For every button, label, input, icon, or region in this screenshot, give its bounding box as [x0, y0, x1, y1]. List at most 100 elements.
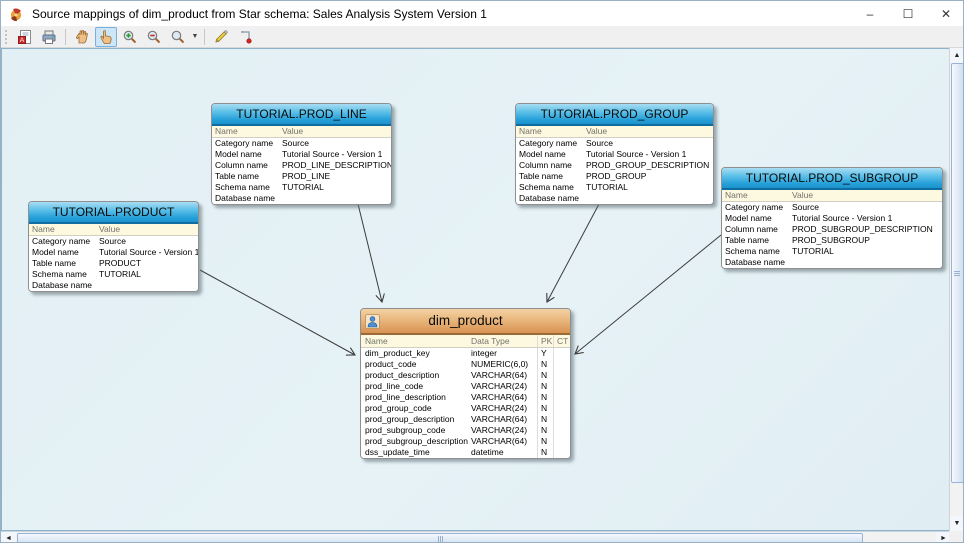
horizontal-scroll-thumb[interactable]: [17, 533, 863, 542]
scroll-down-button[interactable]: ▼: [950, 516, 963, 531]
connector-prodgroup-to-dim[interactable]: [547, 203, 600, 302]
target-table-header: dim_product: [361, 309, 570, 335]
report-icon: A: [18, 29, 31, 44]
title-bar: Source mappings of dim_product from Star…: [1, 1, 963, 26]
source-table-title: TUTORIAL.PROD_SUBGROUP: [722, 168, 942, 190]
zoom-out-icon: [147, 30, 161, 43]
svg-text:A: A: [20, 37, 25, 44]
edit-button[interactable]: [210, 27, 232, 47]
scroll-up-button[interactable]: ▲: [950, 48, 963, 63]
source-table-title: TUTORIAL.PROD_GROUP: [516, 104, 713, 126]
toolbar-separator: [204, 28, 205, 45]
person-icon: [365, 313, 380, 337]
export-report-button[interactable]: A: [14, 27, 36, 47]
property-row: Database name: [32, 280, 93, 290]
scroll-left-button[interactable]: ◄: [1, 532, 16, 542]
select-button[interactable]: [95, 26, 117, 47]
print-button[interactable]: [38, 27, 60, 47]
zoom-level-button[interactable]: [167, 27, 189, 47]
toolbar-separator: [65, 28, 66, 45]
horizontal-scrollbar[interactable]: ◄ ►: [1, 531, 951, 542]
target-table-title: dim_product: [428, 313, 503, 328]
zoom-in-button[interactable]: [119, 27, 141, 47]
mapping-button[interactable]: [234, 27, 256, 47]
connection-lines: [199, 203, 722, 530]
property-row: Database name: [215, 193, 276, 203]
scroll-right-button[interactable]: ►: [936, 532, 951, 542]
pencil-icon: [215, 29, 228, 43]
pointing-hand-icon: [100, 29, 112, 44]
minimize-button[interactable]: –: [866, 6, 874, 21]
source-table-title: TUTORIAL.PROD_LINE: [212, 104, 391, 126]
vertical-scrollbar[interactable]: ▲ ▼: [949, 48, 963, 531]
zoom-in-icon: [123, 30, 137, 43]
source-table-title: TUTORIAL.PRODUCT: [29, 202, 198, 224]
connector-product-to-dim[interactable]: [199, 269, 355, 355]
window-title: Source mappings of dim_product from Star…: [32, 6, 487, 21]
close-button[interactable]: ✕: [940, 6, 952, 21]
toolbar-grip: [5, 29, 10, 44]
app-icon: [8, 6, 24, 22]
vertical-scroll-thumb[interactable]: [951, 63, 963, 483]
mapping-icon: [241, 30, 252, 44]
property-row: Database name: [519, 193, 580, 203]
connector-prodsubgroup-to-dim[interactable]: [575, 234, 722, 354]
zoom-out-button[interactable]: [143, 27, 165, 47]
pan-button[interactable]: [71, 27, 93, 47]
toolbar: A: [1, 26, 963, 48]
connector-prodline-to-dim[interactable]: [357, 203, 382, 302]
scrollbar-corner: [949, 531, 963, 542]
hand-icon: [76, 29, 88, 43]
maximize-button[interactable]: ☐: [902, 6, 914, 21]
magnifier-icon: [171, 30, 185, 43]
zoom-dropdown-caret[interactable]: ▼: [191, 33, 199, 40]
printer-icon: [42, 30, 56, 44]
